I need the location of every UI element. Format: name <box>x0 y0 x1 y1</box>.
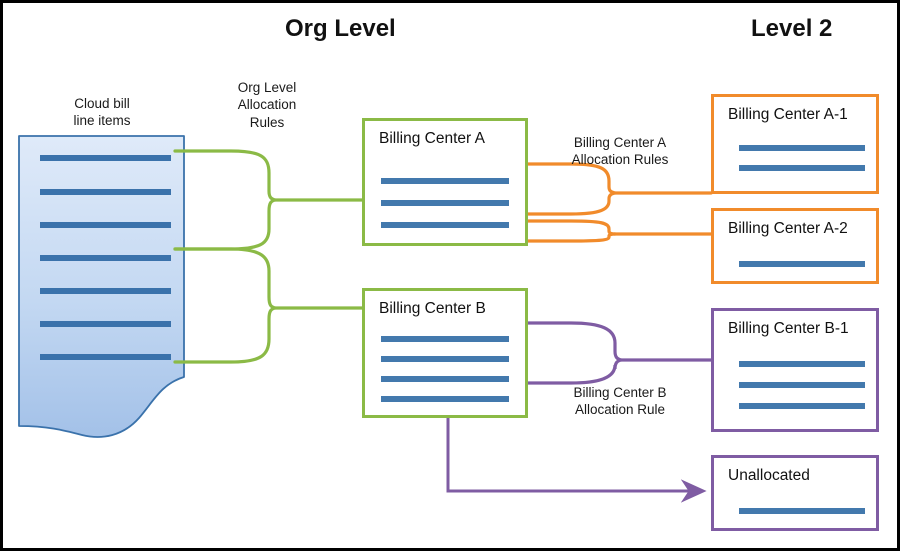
box-billing-center-b-title: Billing Center B <box>379 300 486 317</box>
box-billing-center-a-1[interactable]: Billing Center A-1 <box>711 94 879 194</box>
box-billing-center-b-1[interactable]: Billing Center B-1 <box>711 308 879 432</box>
box-billing-center-b-1-title: Billing Center B-1 <box>728 320 849 337</box>
unallocated-line-1 <box>739 508 865 514</box>
billing-center-b-line-1 <box>381 336 509 342</box>
box-billing-center-b[interactable]: Billing Center B <box>362 288 528 418</box>
cloud-bill-line-4 <box>40 255 171 261</box>
billing-center-b-1-line-1 <box>739 361 865 367</box>
billing-center-a-line-1 <box>381 178 509 184</box>
box-unallocated[interactable]: Unallocated <box>711 455 879 531</box>
box-billing-center-a-2[interactable]: Billing Center A-2 <box>711 208 879 284</box>
caption-bc-b-rules: Billing Center B Allocation Rule <box>573 385 667 418</box>
cloud-bill-line-3 <box>40 222 171 228</box>
header-level-2: Level 2 <box>751 15 833 42</box>
connector-org-rules-to-a <box>173 149 364 251</box>
connector-layer <box>18 135 713 503</box>
caption-cloud-bill: Cloud bill line items <box>73 96 131 129</box>
connector-org-rules-to-b <box>173 247 364 364</box>
connector-a-rules-to-a2 <box>506 219 713 243</box>
billing-center-a-1-line-1 <box>739 145 865 151</box>
cloud-bill-line-6 <box>40 321 171 327</box>
cloud-bill-line-1 <box>40 155 171 161</box>
billing-center-b-line-2 <box>381 356 509 362</box>
billing-center-b-line-4 <box>381 396 509 402</box>
billing-center-b-1-line-3 <box>739 403 865 409</box>
connector-a-rules-to-a1 <box>506 162 713 216</box>
billing-center-a-line-2 <box>381 200 509 206</box>
caption-org-level-rules: Org Level Allocation Rules <box>237 80 297 130</box>
box-billing-center-a-title: Billing Center A <box>379 130 485 147</box>
billing-center-a-line-3 <box>381 222 509 228</box>
billing-center-b-1-line-2 <box>739 382 865 388</box>
billing-center-b-line-3 <box>381 376 509 382</box>
cloud-bill-line-2 <box>40 189 171 195</box>
box-billing-center-a[interactable]: Billing Center A <box>362 118 528 246</box>
header-org-level: Org Level <box>285 15 396 42</box>
box-billing-center-a-2-title: Billing Center A-2 <box>728 220 848 237</box>
billing-center-a-1-line-2 <box>739 165 865 171</box>
billing-center-a-2-line-1 <box>739 261 865 267</box>
cloud-bill-document-shape <box>18 135 185 438</box>
box-billing-center-a-1-title: Billing Center A-1 <box>728 106 848 123</box>
connector-b-to-unallocated <box>446 384 707 503</box>
cloud-bill-line-5 <box>40 288 171 294</box>
caption-bc-a-rules: Billing Center A Allocation Rules <box>571 135 669 168</box>
cloud-bill-line-7 <box>40 354 171 360</box>
box-unallocated-title: Unallocated <box>728 467 810 484</box>
connector-b-rules-to-b1 <box>506 321 713 385</box>
